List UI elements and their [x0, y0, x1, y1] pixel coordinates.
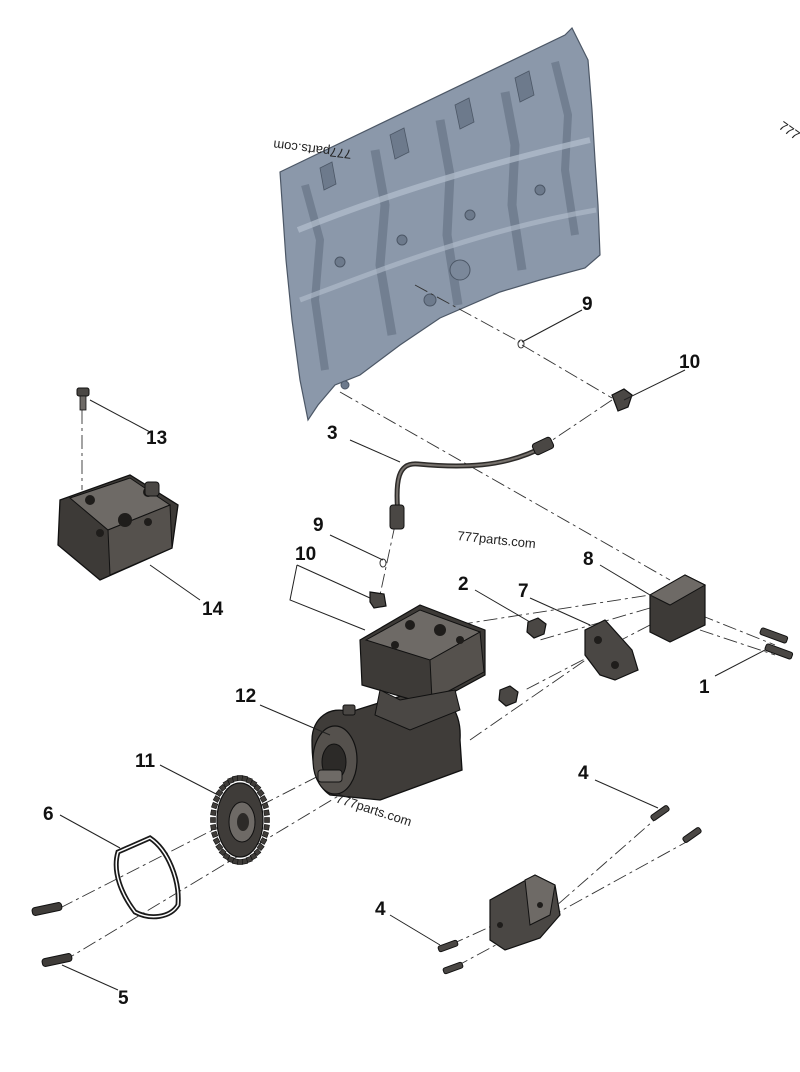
callout-8: 8	[583, 549, 594, 570]
callout-9-upper: 9	[582, 294, 593, 315]
callout-3: 3	[327, 423, 338, 444]
callout-1: 1	[699, 677, 710, 698]
o-ring-lower	[379, 558, 387, 568]
callout-11: 11	[135, 751, 156, 772]
head-bolt	[76, 387, 90, 411]
gear-tooth	[253, 783, 262, 792]
gear-tooth	[264, 817, 270, 823]
gear-tooth	[261, 802, 269, 810]
gear-tooth	[218, 783, 227, 792]
gear-tooth	[263, 824, 270, 831]
elbow-fitting-lower	[369, 591, 387, 609]
drive-gear	[210, 775, 270, 865]
gear-tooth	[253, 848, 262, 857]
nut-upper	[526, 617, 547, 639]
cylinder-head	[57, 474, 179, 581]
callout-4-right: 4	[578, 763, 589, 784]
centerlines	[59, 284, 776, 968]
callout-14: 14	[202, 599, 224, 620]
gear-tooth	[259, 795, 268, 803]
callout-2: 2	[458, 574, 469, 595]
gear-tooth	[249, 779, 258, 788]
gear-tooth	[211, 830, 219, 838]
gear-tooth	[218, 848, 227, 857]
mounting-bolts	[759, 627, 794, 660]
spacer-block	[648, 574, 707, 643]
lower-bracket	[489, 874, 561, 951]
air-compressor	[311, 604, 486, 801]
center-watermark: 777parts.com	[457, 528, 537, 551]
gear-tooth	[211, 802, 219, 810]
callout-9-lower: 9	[313, 515, 324, 536]
tube-assembly	[389, 436, 555, 530]
callout-10-upper: 10	[679, 352, 700, 373]
gasket	[113, 835, 181, 920]
edge-watermark: 777	[776, 118, 800, 143]
engine-block: 777parts.com	[272, 26, 601, 422]
gear-tooth	[212, 795, 221, 803]
gear-tooth	[256, 843, 265, 851]
elbow-fitting-upper	[611, 388, 633, 412]
gear-tooth	[263, 809, 270, 816]
callout-6: 6	[43, 804, 54, 825]
gear-tooth	[259, 837, 268, 845]
gear-tooth	[261, 830, 269, 838]
gear-tooth	[215, 843, 224, 851]
gear-tooth	[210, 824, 217, 831]
gear-tooth	[210, 809, 217, 816]
gear-tooth	[212, 837, 221, 845]
studs	[31, 902, 73, 967]
nut-lower	[498, 685, 519, 707]
o-ring-upper	[517, 339, 525, 349]
bracket-bolts	[437, 805, 702, 975]
callout-7: 7	[518, 581, 529, 602]
gear-tooth	[256, 789, 265, 797]
gear-tooth	[210, 817, 216, 823]
callout-4-left: 4	[375, 899, 386, 920]
callout-12: 12	[235, 686, 256, 707]
callout-labels: 9 10 3 13 9 10 14 2 7 8 1 12 11 6 5 4 4	[43, 294, 710, 1009]
leader-lines	[59, 309, 766, 991]
callout-5: 5	[118, 988, 129, 1009]
callout-13: 13	[146, 428, 167, 449]
gear-tooth	[222, 852, 231, 861]
support-bracket	[584, 619, 639, 681]
callout-10-lower: 10	[295, 544, 316, 565]
